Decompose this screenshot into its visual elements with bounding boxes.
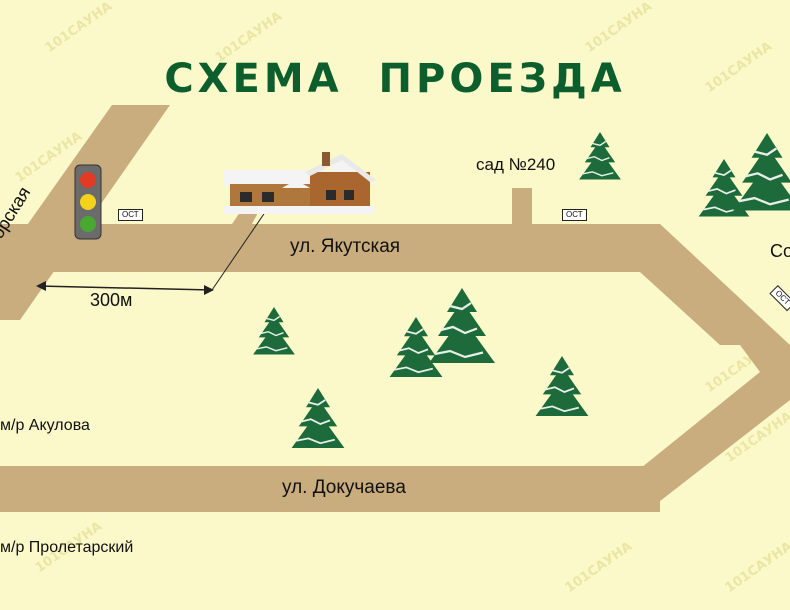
road-yakutskaya [0, 224, 780, 345]
map-title: СХЕМА ПРОЕЗДА [164, 56, 626, 102]
district-label-proletarsky: м/р Пролетарский [0, 539, 134, 556]
house-pointer-line [211, 204, 271, 291]
bus-stop-middle: ОСТ [562, 209, 587, 221]
distance-label: 300м [90, 290, 133, 310]
road-house-stub [232, 205, 262, 224]
distance-arrow-left [36, 281, 46, 291]
road-dokuchaeva [0, 466, 660, 512]
distance-line [37, 285, 213, 291]
road-right-connector [595, 224, 790, 505]
bus-stop-left: ОСТ [118, 209, 143, 221]
road-garden-stub [512, 188, 532, 228]
street-label-right-edge: Со [770, 241, 790, 261]
district-label-akulova: м/р Акулова [0, 417, 90, 434]
street-label-dokuchaeva: ул. Докучаева [282, 477, 406, 498]
street-label-yakutskaya: ул. Якутская [290, 236, 401, 257]
garden-label: сад №240 [476, 155, 556, 174]
distance-arrow-right [204, 285, 214, 295]
